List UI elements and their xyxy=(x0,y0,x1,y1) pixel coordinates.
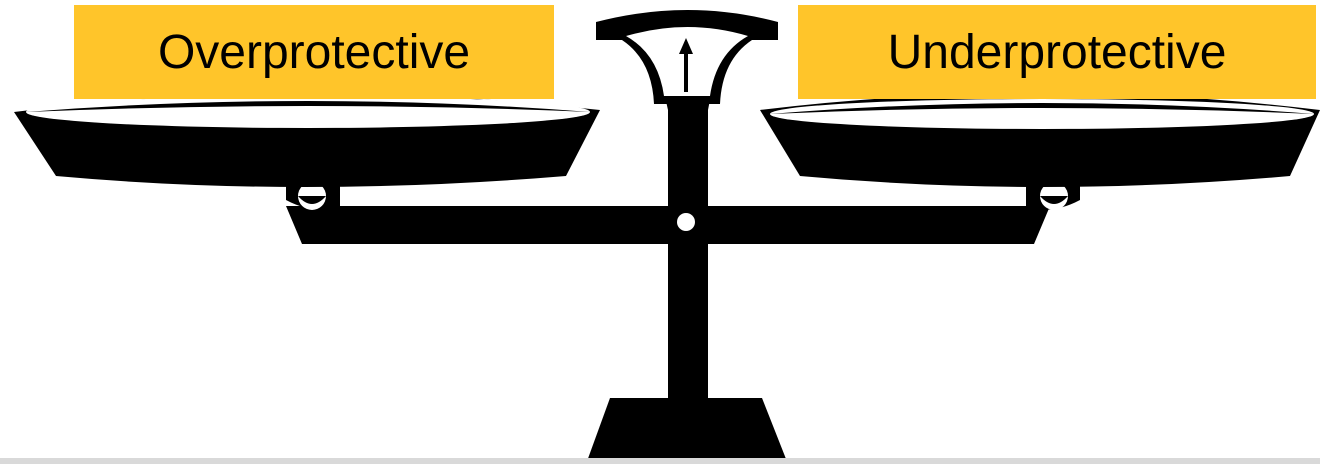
scale-pivot xyxy=(677,213,695,231)
overprotective-label: Overprotective xyxy=(74,5,554,99)
scale-beam xyxy=(286,206,1050,244)
floor-line xyxy=(0,458,1320,464)
underprotective-label: Underprotective xyxy=(798,5,1316,99)
left-pan xyxy=(14,93,600,187)
right-pan xyxy=(760,93,1320,187)
scale-base xyxy=(586,398,788,464)
